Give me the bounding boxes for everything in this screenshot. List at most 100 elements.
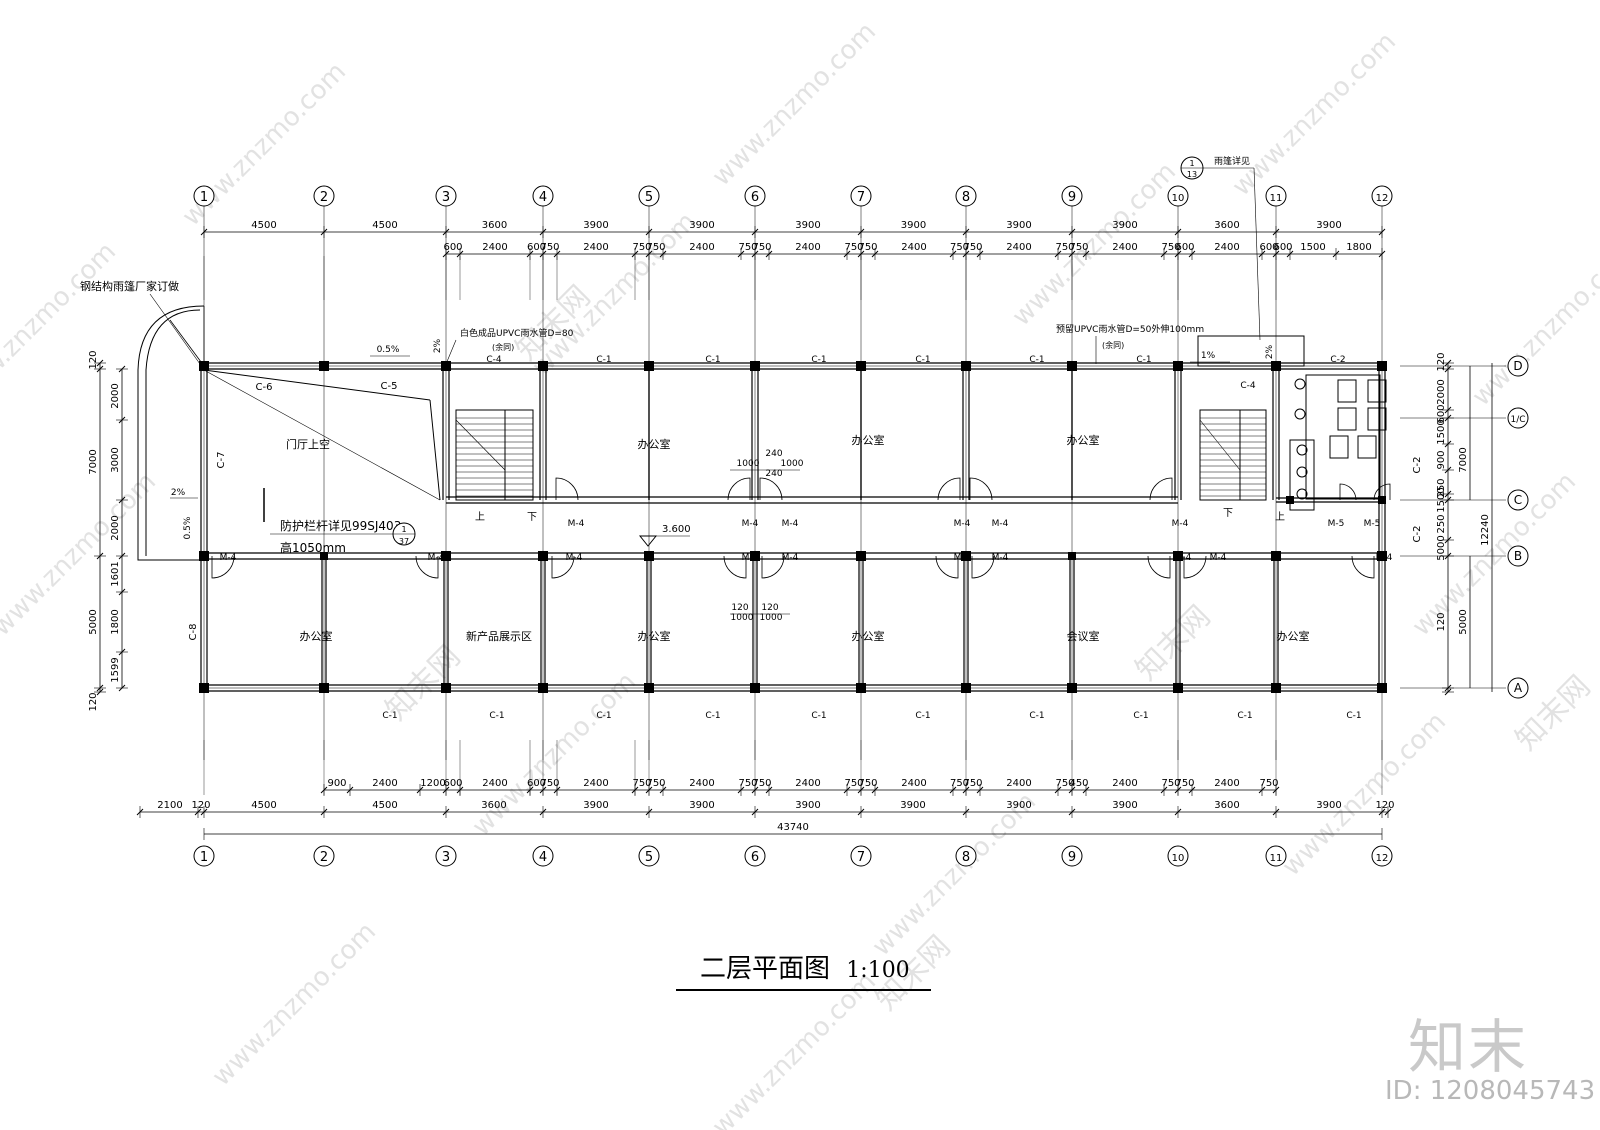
dim-tick bbox=[1160, 786, 1168, 794]
dim-bottom-main: 3900 bbox=[1006, 800, 1031, 811]
note-canopy: 钢结构雨篷厂家订做 bbox=[80, 279, 179, 293]
dim-top-main: 4500 bbox=[372, 220, 397, 231]
mid-dim-label: 120 bbox=[731, 603, 748, 613]
sink-fixture bbox=[1296, 466, 1308, 478]
window-label: C-1 bbox=[1136, 355, 1151, 365]
door-swing bbox=[969, 477, 993, 501]
dim-top-sub: 750 bbox=[950, 242, 969, 253]
dim-tick bbox=[765, 250, 773, 258]
window-label: C-1 bbox=[1346, 711, 1361, 721]
dim-bottom-sub: 450 bbox=[1069, 778, 1088, 789]
dim-top-main: 3900 bbox=[583, 220, 608, 231]
dim-right-inner: 1500 bbox=[1436, 487, 1447, 512]
column bbox=[319, 683, 329, 693]
leader-line bbox=[149, 293, 201, 365]
dim-tick bbox=[539, 808, 547, 816]
dim-bottom-sub: 2400 bbox=[689, 778, 714, 789]
dim-tick bbox=[1444, 496, 1452, 504]
dim-left-inner: 1601 bbox=[110, 561, 121, 586]
column bbox=[750, 683, 760, 693]
dim-top-sub: 2400 bbox=[482, 242, 507, 253]
dim-tick bbox=[645, 808, 653, 816]
dim-tick bbox=[1082, 250, 1090, 258]
dim-tick bbox=[962, 228, 970, 236]
watermark-site-text: www.znzmo.com bbox=[1227, 27, 1402, 202]
dim-tick bbox=[96, 684, 104, 692]
dim-top-sub: 2400 bbox=[795, 242, 820, 253]
dim-tick bbox=[320, 808, 328, 816]
column bbox=[538, 551, 548, 561]
room-label: 门厅上空 bbox=[286, 437, 330, 451]
column bbox=[644, 551, 654, 561]
door-swing bbox=[971, 555, 995, 579]
door-label: M-5 bbox=[1364, 519, 1381, 529]
axis-bubble bbox=[1061, 185, 1083, 207]
dim-top-sub: 600 bbox=[527, 242, 546, 253]
window-label: C-1 bbox=[489, 711, 504, 721]
door-swing bbox=[1147, 555, 1171, 579]
dim-tick bbox=[1272, 250, 1280, 258]
dim-tick bbox=[1444, 552, 1452, 560]
watermark-id: ID: 1208045743 bbox=[1385, 1076, 1596, 1106]
watermark-site-text: www.znzmo.com bbox=[707, 967, 882, 1130]
dim-tick bbox=[118, 684, 126, 692]
door-label: M-4 bbox=[1210, 553, 1227, 563]
toilet-fixture bbox=[1357, 435, 1377, 459]
axis-label: 6 bbox=[751, 190, 759, 205]
dim-bottom-sub: 750 bbox=[963, 778, 982, 789]
window-label-c7: C-7 bbox=[216, 452, 227, 469]
dim-tick bbox=[857, 808, 865, 816]
dim-bottom-main: 3600 bbox=[1214, 800, 1239, 811]
column bbox=[961, 683, 971, 693]
mid-dim-label: 120 bbox=[761, 603, 778, 613]
mid-dim-label: 240 bbox=[765, 469, 782, 479]
stair-down-label: 下 bbox=[527, 512, 537, 523]
axis-label: D bbox=[1513, 359, 1522, 373]
stair-arrow bbox=[455, 419, 506, 471]
door-label: M-4 bbox=[992, 519, 1009, 529]
dim-top-main: 4500 bbox=[251, 220, 276, 231]
window-label: C-2 bbox=[1330, 355, 1345, 365]
dim-total: 43740 bbox=[777, 822, 809, 833]
dim-tick bbox=[1444, 359, 1452, 367]
dim-bottom-main: 120 bbox=[1375, 800, 1394, 811]
dim-right-b-a: 5000 bbox=[1458, 609, 1469, 634]
dim-tick bbox=[1174, 250, 1182, 258]
dim-bottom-sub: 2400 bbox=[1006, 778, 1031, 789]
dim-tick bbox=[751, 808, 759, 816]
window-label: C-1 bbox=[596, 711, 611, 721]
window-label: C-1 bbox=[382, 711, 397, 721]
dim-tick bbox=[96, 365, 104, 373]
dim-top-sub: 600 bbox=[1259, 242, 1278, 253]
axis-label: 4 bbox=[539, 190, 547, 205]
column bbox=[1271, 683, 1281, 693]
dim-bottom-sub: 750 bbox=[950, 778, 969, 789]
door-swing bbox=[935, 555, 959, 579]
dim-top-sub: 750 bbox=[738, 242, 757, 253]
canopy-outline bbox=[137, 305, 205, 561]
axis-bubble bbox=[1507, 489, 1529, 511]
dim-top-main: 3900 bbox=[1112, 220, 1137, 231]
dim-tick bbox=[631, 250, 639, 258]
axis-bubble bbox=[193, 185, 215, 207]
dim-tick bbox=[1444, 440, 1452, 448]
column bbox=[1378, 496, 1386, 504]
dim-bottom-sub: 750 bbox=[632, 778, 651, 789]
axis-bubble bbox=[1507, 545, 1529, 567]
axis-label: 11 bbox=[1270, 853, 1283, 864]
dim-right-inner: 600 bbox=[1436, 404, 1447, 423]
watermark-site-text: www.znzmo.com bbox=[1277, 707, 1452, 882]
axis-label: C bbox=[1514, 493, 1522, 507]
mid-dim-label: 1000 bbox=[737, 459, 760, 469]
window-label-c6: C-6 bbox=[256, 382, 273, 393]
room-label: 新产品展示区 bbox=[466, 629, 532, 643]
dim-tick bbox=[96, 359, 104, 367]
door-swing bbox=[211, 555, 235, 579]
dim-top-main: 3900 bbox=[1316, 220, 1341, 231]
dim-tick bbox=[118, 648, 126, 656]
stair-outline bbox=[455, 409, 534, 501]
dim-tick bbox=[526, 250, 534, 258]
dim-tick bbox=[539, 228, 547, 236]
axis-bubble bbox=[532, 845, 554, 867]
dim-top-sub: 750 bbox=[858, 242, 877, 253]
